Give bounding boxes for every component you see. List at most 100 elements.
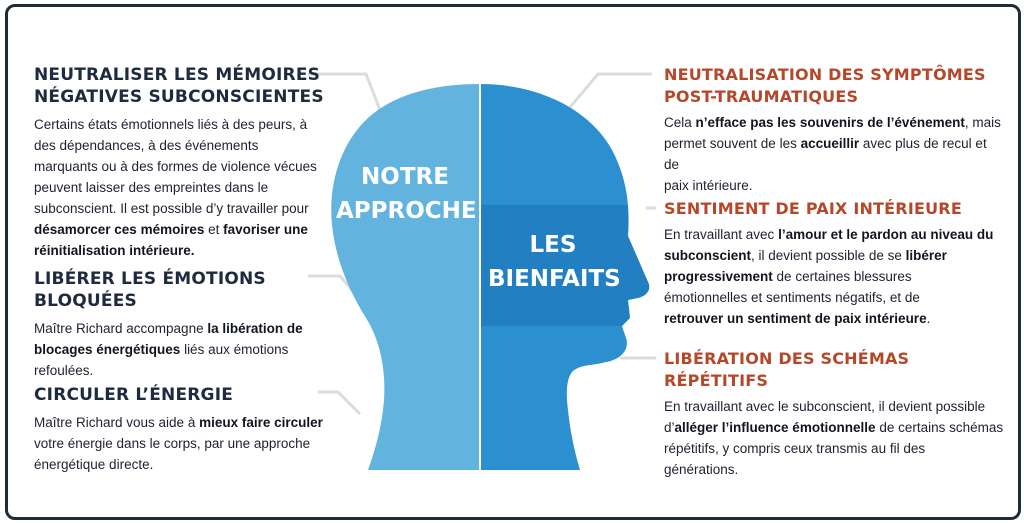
body-run: Certains états émotionnels liés à des pe…	[34, 117, 308, 132]
body-run: permet souvent de les	[664, 136, 801, 151]
body-emphasis: réinitialisation intérieure.	[34, 243, 195, 258]
body-run: de certaines blessures	[772, 269, 912, 284]
body-line: Maître Richard vous aide à mieux faire c…	[34, 412, 334, 433]
body-line: permet souvent de les accueillir avec pl…	[664, 133, 1004, 175]
body-line: retrouver un sentiment de paix intérieur…	[664, 308, 1004, 329]
body-run: générations.	[664, 462, 739, 477]
body-run: .	[926, 311, 931, 326]
body-run: , il devient possible de se	[751, 248, 906, 263]
body-run: peuvent laisser des empreintes dans le	[34, 180, 269, 195]
right-section-patterns: LIBÉRATION DES SCHÉMAS RÉPÉTITIFS En tra…	[664, 348, 1009, 480]
connector-right-1	[564, 72, 652, 113]
benefits-label: LES BIENFAITS	[488, 228, 621, 296]
body-line: énergétique directe.	[34, 454, 334, 475]
body-emphasis: mieux faire circuler	[199, 415, 323, 430]
body-run: refoulées.	[34, 363, 94, 378]
connector-left-3	[318, 390, 362, 416]
body-line: refoulées.	[34, 360, 324, 381]
body-line: générations.	[664, 459, 1009, 480]
section-title-line: LIBÉRER LES ÉMOTIONS	[34, 269, 266, 289]
left-section-emotions: LIBÉRER LES ÉMOTIONS BLOQUÉES Maître Ric…	[34, 268, 324, 381]
body-run: de certains schémas	[875, 420, 1004, 435]
approach-label-line-1: NOTRE	[361, 164, 449, 190]
body-emphasis: désamorcer ces mémoires	[34, 222, 205, 237]
body-run: En travaillant avec	[664, 227, 779, 242]
body-run: répétitifs, y compris ceux transmis au f…	[664, 441, 926, 456]
body-run: votre énergie dans le corps, par une app…	[34, 436, 311, 451]
body-run: des dépendances, à des événements	[34, 138, 259, 153]
body-line: En travaillant avec le subconscient, il …	[664, 396, 1009, 417]
section-body: Certains états émotionnels liés à des pe…	[34, 114, 324, 261]
body-line: Certains états émotionnels liés à des pe…	[34, 114, 324, 135]
body-run: paix intérieure.	[664, 178, 753, 193]
section-title-line: BLOQUÉES	[34, 291, 137, 311]
body-line: marquants ou à des formes de violence vé…	[34, 156, 324, 177]
body-emphasis: la libération de	[207, 321, 303, 336]
body-run: Maître Richard vous aide à	[34, 415, 200, 430]
body-emphasis: favoriser une	[223, 222, 308, 237]
section-body: Cela n’efface pas les souvenirs de l’évé…	[664, 112, 1004, 196]
section-title-line: CIRCULER L’ÉNERGIE	[34, 385, 234, 405]
body-run: liés aux émotions	[180, 342, 289, 357]
body-line: En travaillant avec l’amour et le pardon…	[664, 224, 1004, 245]
body-line: subconscient, il devient possible de se …	[664, 245, 1004, 266]
section-title-line: NÉGATIVES SUBCONSCIENTES	[34, 87, 324, 107]
body-emphasis: alléger l’influence émotionnelle	[674, 420, 876, 435]
body-run: En travaillant avec le subconscient, il …	[664, 399, 986, 414]
body-line: paix intérieure.	[664, 175, 1004, 196]
body-run: émotionnelles et sentiments négatifs, et…	[664, 290, 920, 305]
approach-label: NOTRE APPROCHE	[336, 160, 477, 228]
section-title-line: POST-TRAUMATIQUES	[664, 87, 859, 106]
connector-left-1	[308, 72, 382, 111]
right-section-peace: SENTIMENT DE PAIX INTÉRIEURE En travaill…	[664, 198, 1004, 329]
body-line: progressivement de certaines blessures	[664, 266, 1004, 287]
section-title: LIBÉRATION DES SCHÉMAS RÉPÉTITIFS	[664, 348, 1009, 392]
section-body: En travaillant avec l’amour et le pardon…	[664, 224, 1004, 329]
body-run: et	[204, 222, 224, 237]
body-run: Cela	[664, 115, 696, 130]
head-right-shade	[480, 205, 650, 326]
body-line: émotionnelles et sentiments négatifs, et…	[664, 287, 1004, 308]
section-body: Maître Richard accompagne la libération …	[34, 318, 324, 381]
benefits-label-line-2: BIENFAITS	[488, 266, 621, 292]
section-title-line: NEUTRALISER LES MÉMOIRES	[34, 65, 321, 85]
section-title: NEUTRALISER LES MÉMOIRES NÉGATIVES SUBCO…	[34, 64, 324, 108]
section-title-line: SENTIMENT DE PAIX INTÉRIEURE	[664, 199, 962, 218]
section-title: CIRCULER L’ÉNERGIE	[34, 384, 334, 406]
left-section-energy: CIRCULER L’ÉNERGIE Maître Richard vous a…	[34, 384, 334, 475]
section-body: Maître Richard vous aide à mieux faire c…	[34, 412, 334, 475]
body-run: marquants ou à des formes de violence vé…	[34, 159, 317, 174]
body-line: répétitifs, y compris ceux transmis au f…	[664, 438, 1009, 459]
body-emphasis: libérer	[905, 248, 947, 263]
body-line: des dépendances, à des événements	[34, 135, 324, 156]
section-body: En travaillant avec le subconscient, il …	[664, 396, 1009, 480]
body-line: votre énergie dans le corps, par une app…	[34, 433, 334, 454]
body-emphasis: l’amour et le pardon au niveau du	[778, 227, 994, 242]
body-line: blocages énergétiques liés aux émotions	[34, 339, 324, 360]
body-run: avec plus de recul et de	[664, 136, 987, 172]
body-emphasis: progressivement	[664, 269, 773, 284]
body-run: Maître Richard accompagne	[34, 321, 208, 336]
approach-label-line-2: APPROCHE	[336, 198, 477, 224]
section-title: SENTIMENT DE PAIX INTÉRIEURE	[664, 198, 1004, 220]
body-run: , mais	[964, 115, 1001, 130]
body-emphasis: accueillir	[800, 136, 860, 151]
body-line: désamorcer ces mémoires et favoriser une	[34, 219, 324, 240]
section-title-line: LIBÉRATION DES SCHÉMAS RÉPÉTITIFS	[664, 349, 910, 390]
section-title: LIBÉRER LES ÉMOTIONS BLOQUÉES	[34, 268, 324, 312]
head-left-half	[331, 84, 480, 470]
left-section-memories: NEUTRALISER LES MÉMOIRES NÉGATIVES SUBCO…	[34, 64, 324, 261]
body-run: d’	[664, 420, 675, 435]
body-run: subconscient. Il est possible d’y travai…	[34, 201, 309, 216]
right-section-symptoms: NEUTRALISATION DES SYMPTÔMES POST-TRAUMA…	[664, 64, 1004, 196]
benefits-label-line-1: LES	[529, 232, 577, 258]
body-line: Maître Richard accompagne la libération …	[34, 318, 324, 339]
body-emphasis: subconscient	[664, 248, 752, 263]
body-line: réinitialisation intérieure.	[34, 240, 324, 261]
section-title: NEUTRALISATION DES SYMPTÔMES POST-TRAUMA…	[664, 64, 1004, 108]
body-line: d’alléger l’influence émotionnelle de ce…	[664, 417, 1009, 438]
body-emphasis: blocages énergétiques	[34, 342, 181, 357]
body-line: subconscient. Il est possible d’y travai…	[34, 198, 324, 219]
section-title-line: NEUTRALISATION DES SYMPTÔMES	[664, 65, 986, 84]
